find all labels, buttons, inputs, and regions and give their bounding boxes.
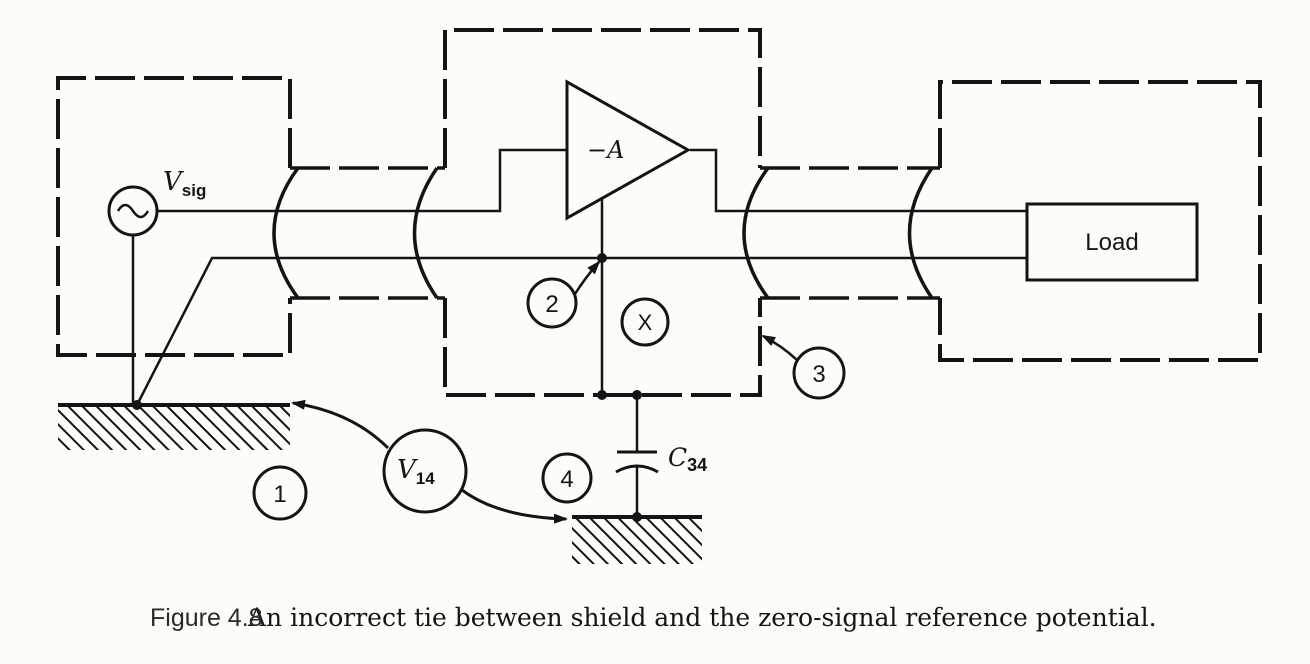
capacitor-top-dot	[632, 390, 642, 400]
load-box	[1025, 202, 1199, 282]
callout-label-4: 4	[560, 466, 573, 493]
callout-label-2: 2	[545, 291, 558, 318]
sine-wave-icon	[116, 203, 150, 219]
amplifier-gain-label: −A	[587, 136, 624, 164]
cable-shield-right	[742, 166, 940, 300]
cross-marker-circle	[620, 297, 670, 347]
callout-circle-2	[526, 277, 578, 329]
figure-caption: Figure 4.8 An incorrect tie between shie…	[150, 603, 1298, 632]
junction-dots	[132, 253, 642, 522]
source-label: Vsig	[163, 167, 206, 200]
arrow-to-node-2	[573, 260, 601, 295]
return-conductor	[135, 256, 1027, 406]
ground-1-hatch	[58, 407, 290, 450]
figure-number: Figure 4.8	[150, 604, 263, 632]
capacitor-label: C34	[668, 443, 707, 475]
voltage-circle	[382, 428, 468, 514]
amplifier-output-wire	[690, 148, 1027, 213]
cable-shield-left	[272, 166, 445, 300]
amplifier-common-dot	[597, 390, 607, 400]
arrow-to-ground-1	[291, 399, 390, 450]
node-2-dot	[597, 253, 607, 263]
ground-1-dot	[132, 400, 142, 410]
cross-marker-label: X	[638, 310, 653, 335]
callout-label-1: 1	[273, 481, 286, 508]
arrow-to-shield-3	[761, 334, 798, 361]
callout-circle-4	[541, 452, 593, 504]
ground-4-dot	[632, 512, 642, 522]
signal-conductor	[157, 148, 567, 213]
load-shield	[938, 80, 1262, 362]
callout-circle-3	[792, 346, 846, 400]
callout-label-3: 3	[812, 361, 825, 388]
ground-4-hatch	[572, 519, 702, 564]
callout-circle-1	[252, 465, 308, 521]
caption-text: An incorrect tie between shield and the …	[248, 603, 1157, 632]
capacitor-plate-bottom	[615, 464, 659, 474]
source-shield	[56, 76, 292, 357]
voltage-label: V14	[397, 455, 435, 488]
load-label: Load	[1085, 229, 1138, 256]
shield-grounding-diagram: Vsig −A Load C34 V14 X 1 2 3 4	[56, 28, 1262, 564]
amplifier-triangle	[565, 79, 692, 221]
arrow-to-ground-4	[461, 488, 568, 524]
